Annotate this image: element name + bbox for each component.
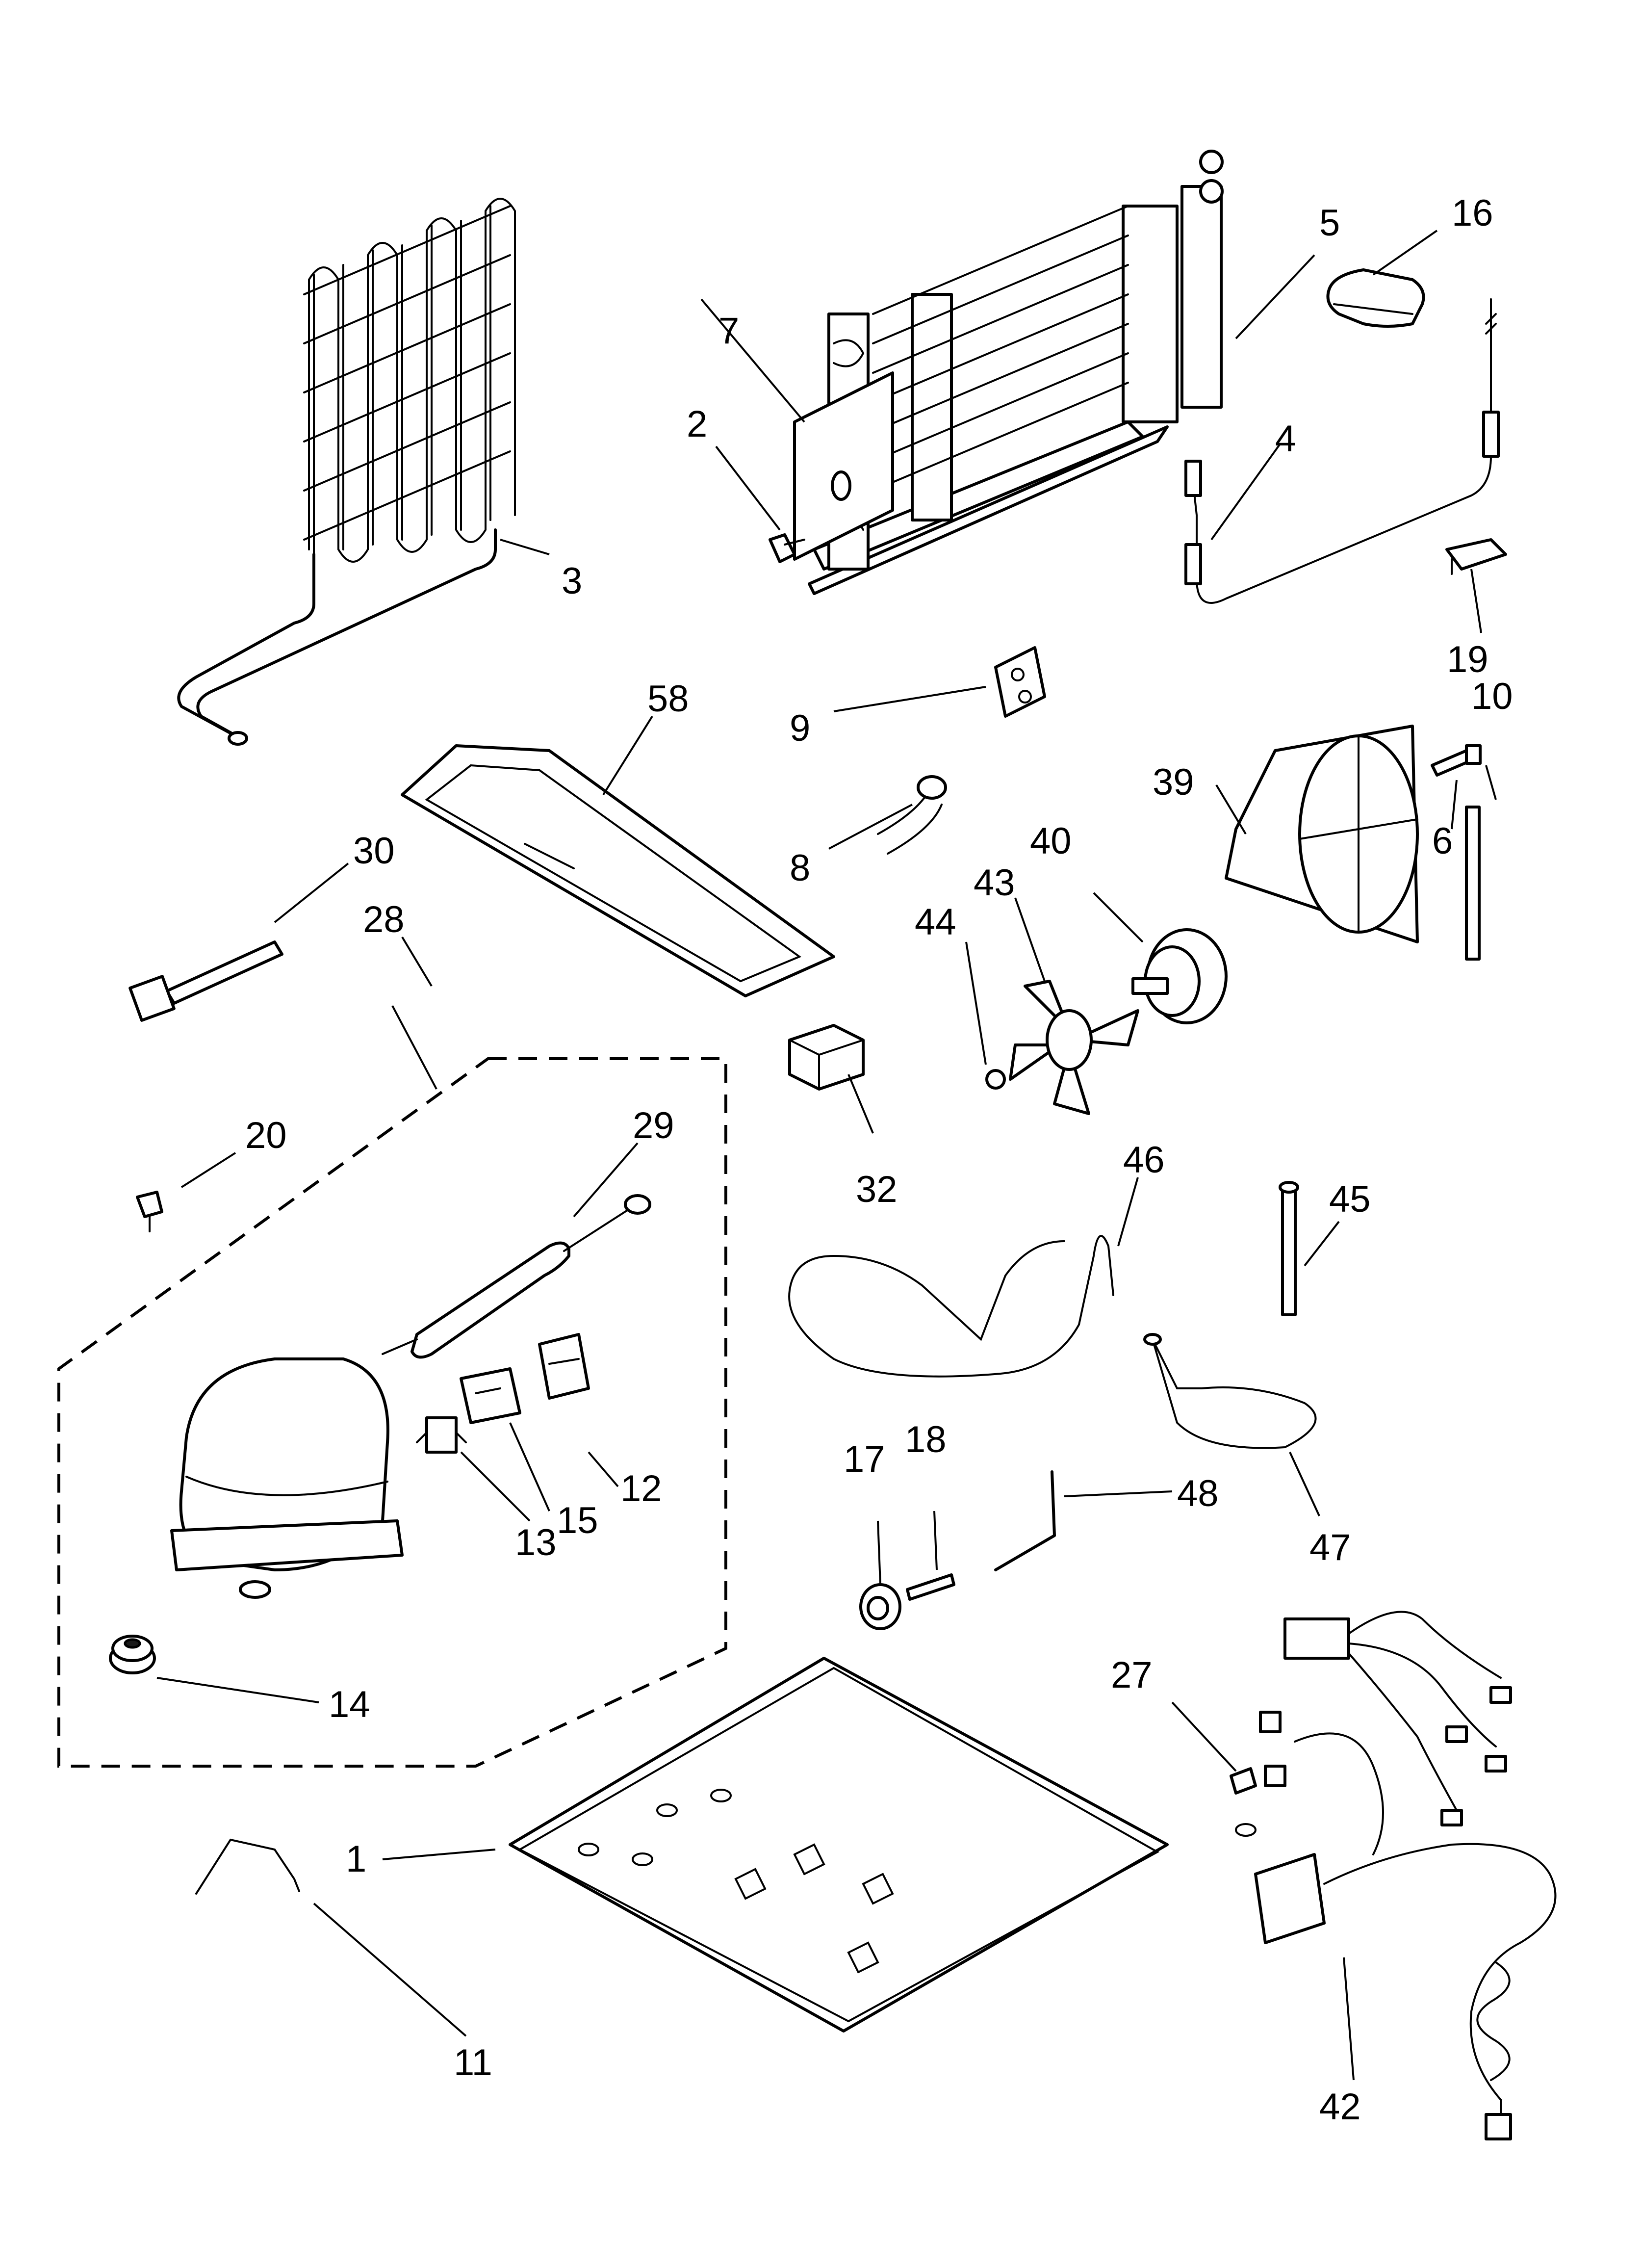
wire-spring-part-11 [195,1838,300,1895]
callout-42: 42 [1319,2086,1361,2128]
callout-16: 16 [1452,192,1493,234]
callout-46: 46 [1123,1139,1165,1181]
clip-part-19 [1445,538,1507,575]
pin-part-18 [906,1573,955,1601]
cover-part-12 [538,1333,590,1400]
compressor-assembly-boundary [57,1057,727,1768]
evaporator-assembly-part [793,150,1224,595]
fan-motor-part [1131,928,1228,1024]
relay-part-15 [460,1367,521,1424]
compressor-part [170,1357,404,1599]
callout-30: 30 [353,830,395,872]
callout-19: 19 [1447,639,1488,680]
callout-3: 3 [562,560,582,602]
leader-lines [156,230,1497,2081]
filter-drier-part [382,1194,651,1359]
condenser-coil-part [177,198,516,746]
callout-6: 6 [1432,820,1453,862]
screw-part-20 [136,1191,163,1232]
callout-47: 47 [1309,1527,1351,1568]
callout-12: 12 [620,1468,662,1510]
callout-7: 7 [718,310,739,352]
callout-8: 8 [790,847,810,889]
callout-29: 29 [633,1105,674,1147]
callout-10: 10 [1471,676,1513,717]
screw-part-6 [1431,744,1482,777]
cable-tie-part [128,940,283,1022]
tube-part-46 [788,1235,1114,1378]
callout-2: 2 [687,403,707,445]
callout-17: 17 [844,1438,885,1480]
callout-27: 27 [1111,1654,1153,1696]
callout-4: 4 [1275,418,1296,460]
fan-shroud-part [1225,725,1419,943]
callout-13: 13 [515,1522,557,1564]
callout-32: 32 [856,1169,898,1210]
callout-58: 58 [647,678,689,720]
callout-11: 11 [454,2042,492,2084]
callout-43: 43 [974,862,1015,904]
callout-15: 15 [557,1500,598,1541]
drain-pan-part [401,744,835,997]
callout-39: 39 [1153,761,1194,803]
callout-14: 14 [329,1684,370,1725]
heater-part-8 [877,775,947,855]
pad-part [1326,268,1425,328]
overload-part-13 [416,1416,467,1454]
callout-28: 28 [363,899,405,940]
bracket-part-9 [994,646,1046,718]
thermistor-harness-part [1184,298,1500,604]
callout-48: 48 [1177,1473,1219,1514]
screw-part-2 [769,533,805,563]
wiring-harness-part [1254,1611,1557,2140]
callout-44: 44 [915,901,956,943]
base-frame-part [509,1657,1169,2033]
tube-part-47 [1143,1333,1317,1449]
grommet-part-14 [109,1635,156,1674]
callout-labels: 7 2 3 5 16 4 19 9 58 30 28 8 39 6 10 40 … [245,192,1513,2128]
callout-1: 1 [346,1838,366,1880]
callout-40: 40 [1030,820,1072,862]
callout-20: 20 [245,1115,287,1156]
tube-part-48 [994,1470,1056,1571]
callout-5: 5 [1319,202,1340,244]
callout-45: 45 [1329,1178,1371,1220]
screw-part-27 [1230,1767,1257,1837]
fan-blade-part [985,980,1139,1115]
pin-part-45 [1279,1181,1299,1316]
strip-part-10 [1465,806,1481,961]
callout-18: 18 [905,1419,947,1460]
callout-9: 9 [790,707,810,749]
relay-part-32 [788,1024,865,1091]
roller-part-17 [859,1583,901,1630]
